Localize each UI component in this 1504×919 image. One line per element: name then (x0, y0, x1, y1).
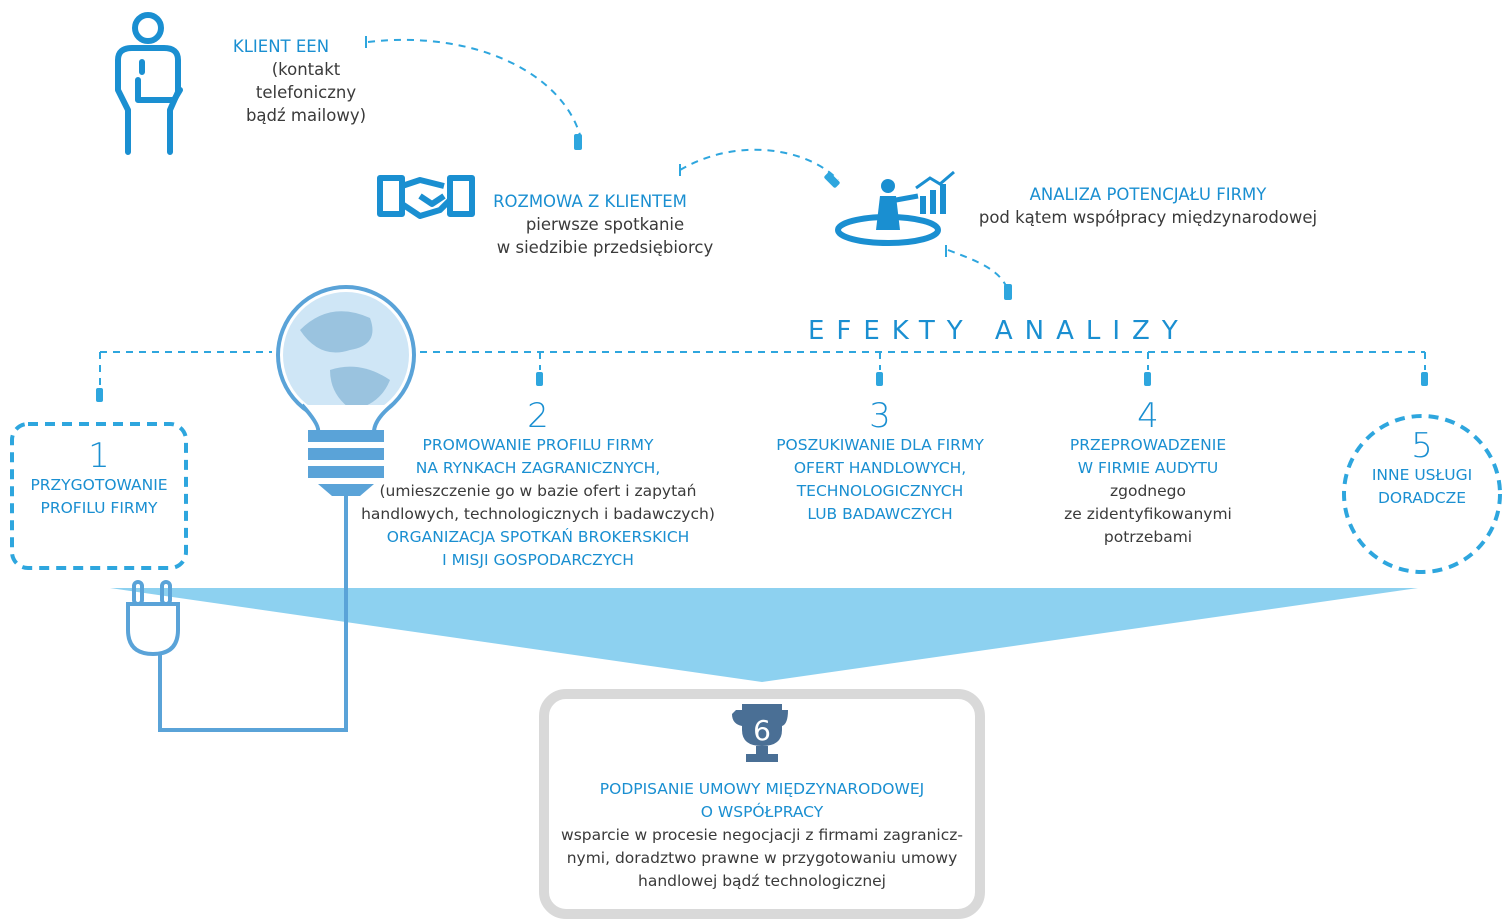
step3-title1: POSZUKIWANIE DLA FIRMY (776, 436, 984, 454)
step-4: 4 PRZEPROWADZENIE W FIRMIE AUDYTU zgodne… (1048, 398, 1248, 549)
handshake-icon (377, 175, 475, 219)
arrow-meeting-analysis (679, 148, 839, 181)
final-text2: nymi, doradztwo prawne w przygotowaniu u… (566, 849, 958, 867)
step3-title3: TECHNOLOGICZNYCH (796, 482, 964, 500)
connector-icons (96, 134, 1428, 402)
step1-title1: PRZYGOTOWANIE (30, 476, 168, 494)
client-block: KLIENT EEN (kontakt telefoniczny bądź ma… (222, 35, 390, 127)
step2-text2: handlowych, technologicznych i badawczyc… (361, 505, 715, 523)
analysis-block: ANALIZA POTENCJAŁU FIRMY pod kątem współ… (958, 183, 1338, 229)
step2-text1: (umieszczenie go w bazie ofert i zapytań (379, 482, 697, 500)
step-1: 1 PRZYGOTOWANIE PROFILU FIRMY (12, 438, 186, 520)
trophy-icon (732, 704, 788, 762)
step4-title2: W FIRMIE AUDYTU (1077, 459, 1219, 477)
step6-number: 6 (753, 714, 771, 747)
final-panel (539, 689, 985, 919)
step2-title2: NA RYNKACH ZAGRANICZNYCH, (415, 459, 661, 477)
step2-title1: PROMOWANIE PROFILU FIRMY (422, 436, 654, 454)
analysis-line1: pod kątem współpracy międzynarodowej (978, 208, 1318, 227)
step-5: 5 INNE USŁUGI DORADCZE (1352, 428, 1492, 510)
final-block: PODPISANIE UMOWY MIĘDZYNARODOWEJ O WSPÓŁ… (552, 778, 972, 893)
client-line2: bądź mailowy) (245, 106, 367, 125)
step4-number: 4 (1137, 396, 1159, 436)
analysis-title: ANALIZA POTENCJAŁU FIRMY (1029, 185, 1267, 204)
step5-title1: INNE USŁUGI (1371, 466, 1473, 484)
effects-drops (99, 352, 1426, 385)
step2-title3: ORGANIZACJA SPOTKAŃ BROKERSKICH (386, 528, 690, 546)
step3-title2: OFERT HANDLOWYCH, (793, 459, 967, 477)
plug-icon (126, 580, 180, 657)
final-title2: O WSPÓŁPRACY (700, 803, 824, 821)
step5-number: 5 (1411, 426, 1433, 466)
step5-title2: DORADCZE (1377, 489, 1467, 507)
step3-title4: LUB BADAWCZYCH (807, 505, 953, 523)
step4-text1: zgodnego (1110, 482, 1186, 500)
step4-text2: ze zidentyfikowanymi (1064, 505, 1232, 523)
arrow-client-meeting (367, 38, 581, 136)
step3-number: 3 (869, 396, 891, 436)
meeting-line1: pierwsze spotkanie (525, 215, 685, 234)
step-3: 3 POSZUKIWANIE DLA FIRMY OFERT HANDLOWYC… (760, 398, 1000, 526)
effects-title: EFEKTY ANALIZY (808, 316, 1190, 346)
step1-title2: PROFILU FIRMY (40, 499, 158, 517)
client-title: KLIENT EEN (232, 37, 330, 56)
step1-number: 1 (88, 436, 110, 476)
analysis-person-icon (835, 170, 955, 246)
funnel-shape (110, 588, 1418, 682)
step2-number: 2 (527, 396, 549, 436)
step5-dashed-circle (1342, 414, 1502, 574)
lightbulb-globe-icon (158, 285, 416, 732)
meeting-block: ROZMOWA Z KLIENTEM pierwsze spotkanie w … (474, 190, 736, 259)
step4-text3: potrzebami (1103, 528, 1193, 546)
step1-dashed-box (10, 422, 188, 570)
step2-title4: I MISJI GOSPODARCZYCH (442, 551, 634, 569)
final-text3: handlowej bądź technologicznej (638, 872, 886, 890)
client-person-icon (115, 12, 183, 155)
meeting-title: ROZMOWA Z KLIENTEM (493, 192, 687, 211)
arrow-analysis-effects (947, 249, 1009, 291)
step-2: 2 PROMOWANIE PROFILU FIRMY NA RYNKACH ZA… (338, 398, 738, 572)
client-line1: (kontakt telefoniczny (255, 60, 357, 102)
meeting-line2: w siedzibie przedsiębiorcy (496, 238, 714, 257)
step4-title1: PRZEPROWADZENIE (1069, 436, 1227, 454)
final-text1: wsparcie w procesie negocjacji z firmami… (561, 826, 963, 844)
final-title1: PODPISANIE UMOWY MIĘDZYNARODOWEJ (599, 780, 925, 798)
